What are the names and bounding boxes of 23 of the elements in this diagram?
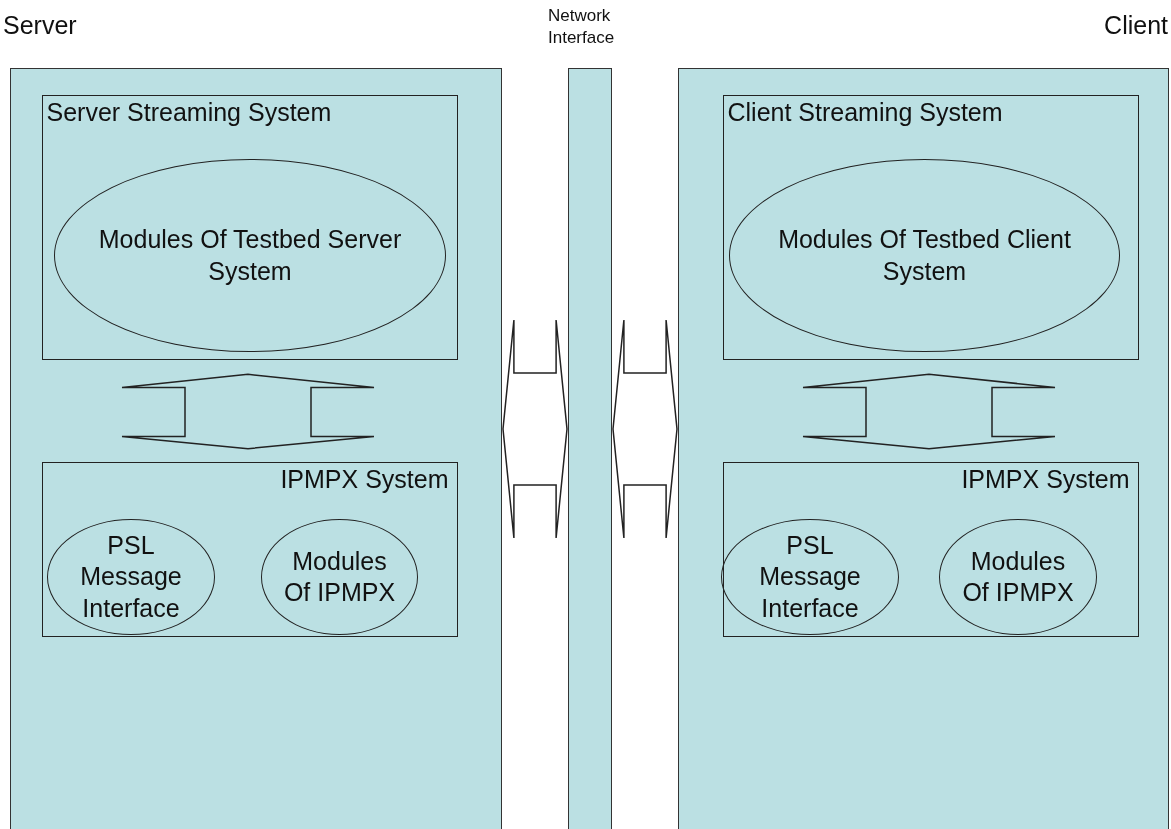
bar-label: Network Interface: [548, 5, 616, 50]
module-label: Modules Of Testbed Server System: [97, 224, 403, 287]
subsystem-box: [722, 94, 1139, 360]
heading-label: Server Streaming System: [46, 97, 332, 127]
heading-label: Client: [1104, 11, 1168, 40]
double-block-arrow: [502, 319, 568, 539]
heading-label: Client Streaming System: [727, 97, 1003, 127]
module-label: Modules Of Testbed Client System: [777, 224, 1072, 287]
module-ellipse: [54, 159, 446, 352]
double-block-arrow: [802, 373, 1056, 450]
double-block-arrow: [612, 319, 678, 539]
heading-label: IPMPX System: [280, 464, 449, 494]
module-ellipse: [729, 159, 1120, 352]
module-label: PSL Message Interface: [79, 530, 183, 624]
subsystem-box: [41, 461, 458, 637]
subsystem-box: [722, 461, 1139, 637]
double-block-arrow: [121, 373, 375, 450]
subsystem-box: [41, 94, 458, 360]
heading-label: Server: [3, 11, 77, 40]
module-label: Modules Of IPMPX: [961, 545, 1075, 608]
module-label: PSL Message Interface: [758, 530, 862, 624]
module-label: Modules Of IPMPX: [282, 545, 397, 608]
heading-label: IPMPX System: [961, 464, 1130, 494]
